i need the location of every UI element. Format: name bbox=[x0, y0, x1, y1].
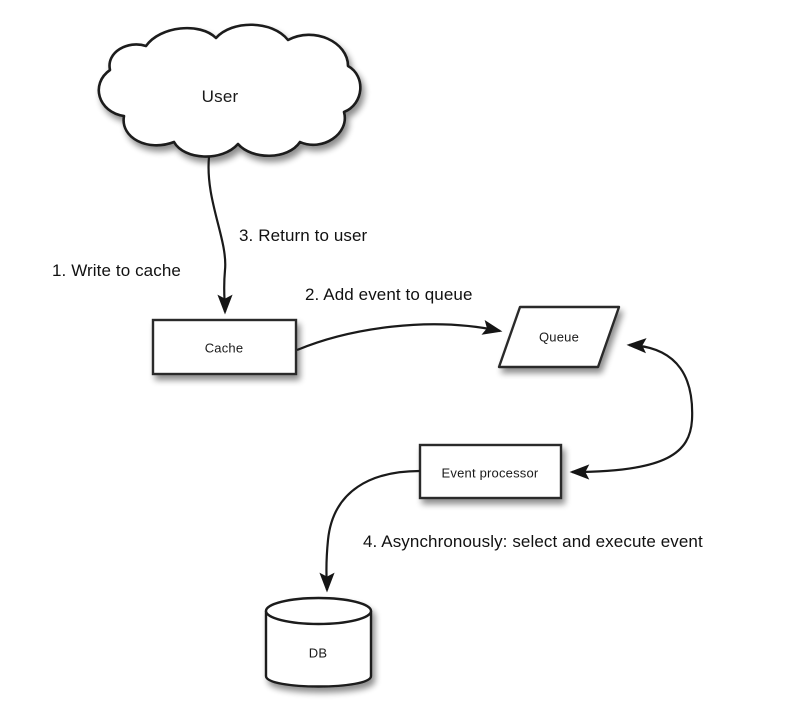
node-queue[interactable] bbox=[497, 305, 621, 369]
cloud-shape bbox=[97, 23, 362, 158]
step-label-2-add-event-to-queue: 2. Add event to queue bbox=[305, 285, 473, 304]
node-cache[interactable] bbox=[151, 318, 298, 376]
edge-user-to-cache bbox=[207, 156, 233, 315]
db-cylinder-body bbox=[264, 610, 373, 688]
edge-queue-event-processor bbox=[569, 338, 694, 480]
step-label-1-write-to-cache: 1. Write to cache bbox=[52, 261, 181, 280]
event-processor-rect bbox=[418, 443, 563, 500]
edge-cache-to-queue bbox=[296, 319, 503, 352]
node-event-processor[interactable] bbox=[418, 443, 563, 500]
node-user[interactable] bbox=[97, 23, 362, 158]
step-label-4-async-select-execute: 4. Asynchronously: select and execute ev… bbox=[363, 532, 703, 551]
node-db[interactable] bbox=[264, 596, 373, 688]
queue-parallelogram bbox=[497, 305, 621, 369]
step-label-3-return-to-user: 3. Return to user bbox=[239, 226, 368, 245]
cache-rect bbox=[151, 318, 298, 376]
edge-event-processor-to-db bbox=[319, 469, 421, 593]
db-cylinder-top bbox=[264, 596, 373, 626]
